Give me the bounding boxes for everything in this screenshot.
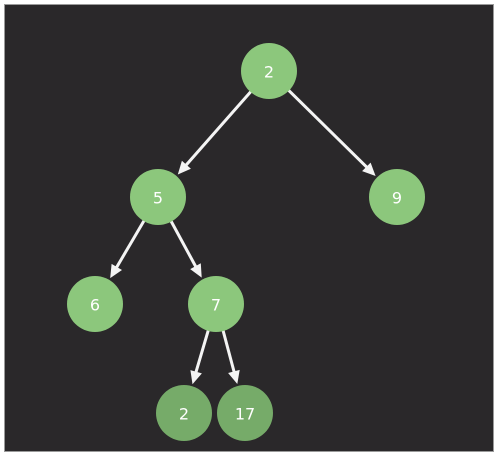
node-circle xyxy=(67,276,123,332)
node-circle xyxy=(188,276,244,332)
edge-n1-n2 xyxy=(177,89,253,175)
tree-nodes: 2 5 9 6 7 2 17 xyxy=(67,43,425,441)
arrow-head-icon xyxy=(190,263,202,278)
node-label: 7 xyxy=(211,296,221,315)
arrow-head-icon xyxy=(177,160,191,175)
tree-node-n1: 2 xyxy=(241,43,297,99)
arrow-head-icon xyxy=(190,370,202,385)
tree-node-n2: 5 xyxy=(130,169,186,225)
tree-node-n3: 9 xyxy=(369,169,425,225)
node-label: 2 xyxy=(264,63,274,82)
edge-line xyxy=(183,89,253,168)
arrow-head-icon xyxy=(362,162,376,176)
edge-n2-n5 xyxy=(169,219,202,278)
tree-diagram-canvas: 2 5 9 6 7 2 17 xyxy=(4,4,494,452)
node-circle xyxy=(369,169,425,225)
edge-line xyxy=(286,88,369,170)
edge-line xyxy=(221,328,236,374)
node-label: 6 xyxy=(90,296,100,315)
arrow-head-icon xyxy=(228,369,240,384)
edge-line xyxy=(194,328,211,375)
edge-n5-n6 xyxy=(190,328,211,385)
edge-n1-n3 xyxy=(286,88,376,176)
node-label: 17 xyxy=(235,405,255,424)
node-label: 5 xyxy=(153,189,163,208)
node-circle xyxy=(217,385,273,441)
tree-edges xyxy=(110,88,376,385)
tree-node-n7: 17 xyxy=(217,385,273,441)
tree-node-n6: 2 xyxy=(156,385,212,441)
node-circle xyxy=(156,385,212,441)
edge-n2-n4 xyxy=(110,218,147,279)
tree-node-n5: 7 xyxy=(188,276,244,332)
edge-line xyxy=(169,219,198,269)
tree-node-n4: 6 xyxy=(67,276,123,332)
node-circle xyxy=(130,169,186,225)
binary-tree-diagram: 2 5 9 6 7 2 17 xyxy=(67,43,425,441)
edge-n5-n7 xyxy=(221,328,240,384)
node-label: 2 xyxy=(179,405,189,424)
node-circle xyxy=(241,43,297,99)
arrow-head-icon xyxy=(110,263,122,279)
node-label: 9 xyxy=(392,189,402,208)
edge-line xyxy=(114,218,147,270)
